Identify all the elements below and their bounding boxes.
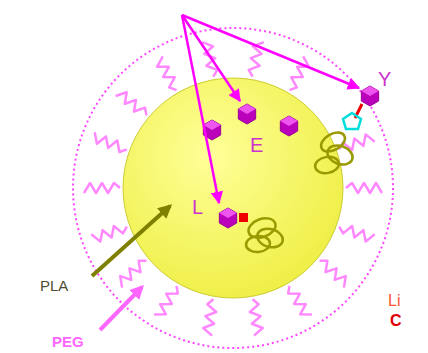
leader-arrow bbox=[100, 287, 142, 330]
part-label: PLA bbox=[40, 278, 68, 295]
drug-hexagon-face bbox=[280, 116, 297, 126]
drug-hexagon-face bbox=[361, 86, 378, 96]
label-anchor: E bbox=[250, 134, 263, 156]
part-label: Y bbox=[378, 68, 391, 90]
polymer-coils bbox=[245, 129, 355, 253]
leader-arrow bbox=[92, 206, 170, 276]
peg-chain bbox=[250, 299, 263, 335]
drug-hexagon bbox=[219, 208, 236, 228]
peg-chain bbox=[288, 286, 312, 315]
pla-core bbox=[123, 78, 343, 298]
peg-boundary bbox=[73, 28, 393, 348]
drug-hexagon bbox=[238, 104, 255, 124]
drug-molecules bbox=[203, 86, 378, 228]
peg-chains bbox=[84, 42, 382, 335]
drug-hexagon bbox=[280, 116, 297, 136]
part-label: C bbox=[390, 312, 402, 330]
peg-chain bbox=[91, 226, 127, 242]
peg-chain bbox=[154, 286, 178, 315]
label-anchor: Y bbox=[378, 68, 391, 90]
label-anchor: Li bbox=[388, 292, 400, 310]
drug-hexagon-face bbox=[203, 120, 220, 130]
linker bbox=[239, 213, 248, 222]
part-label: Li bbox=[388, 292, 400, 310]
drug-hexagon-face bbox=[238, 104, 255, 114]
part-label: PEG bbox=[52, 334, 84, 351]
leader-arrows bbox=[182, 15, 359, 203]
label-anchor: L bbox=[192, 196, 203, 218]
label-anchor: C bbox=[390, 312, 402, 330]
peg-chain bbox=[116, 92, 147, 115]
peg-chain bbox=[203, 299, 216, 335]
label-anchor: PEG bbox=[52, 334, 84, 351]
peg-chain bbox=[157, 56, 176, 90]
peg-chain bbox=[320, 261, 346, 288]
peg-chain bbox=[84, 183, 120, 193]
peg-chain bbox=[339, 226, 375, 242]
part-label: E bbox=[250, 134, 263, 156]
label-anchor: PLA bbox=[40, 278, 68, 295]
peg-chain bbox=[346, 183, 382, 193]
drug-hexagon bbox=[361, 86, 378, 106]
drug-hexagon-face bbox=[219, 208, 236, 218]
ring-linker bbox=[343, 113, 361, 129]
peg-chain bbox=[95, 132, 127, 152]
peg-chain bbox=[120, 261, 146, 288]
part-label: L bbox=[192, 196, 203, 218]
